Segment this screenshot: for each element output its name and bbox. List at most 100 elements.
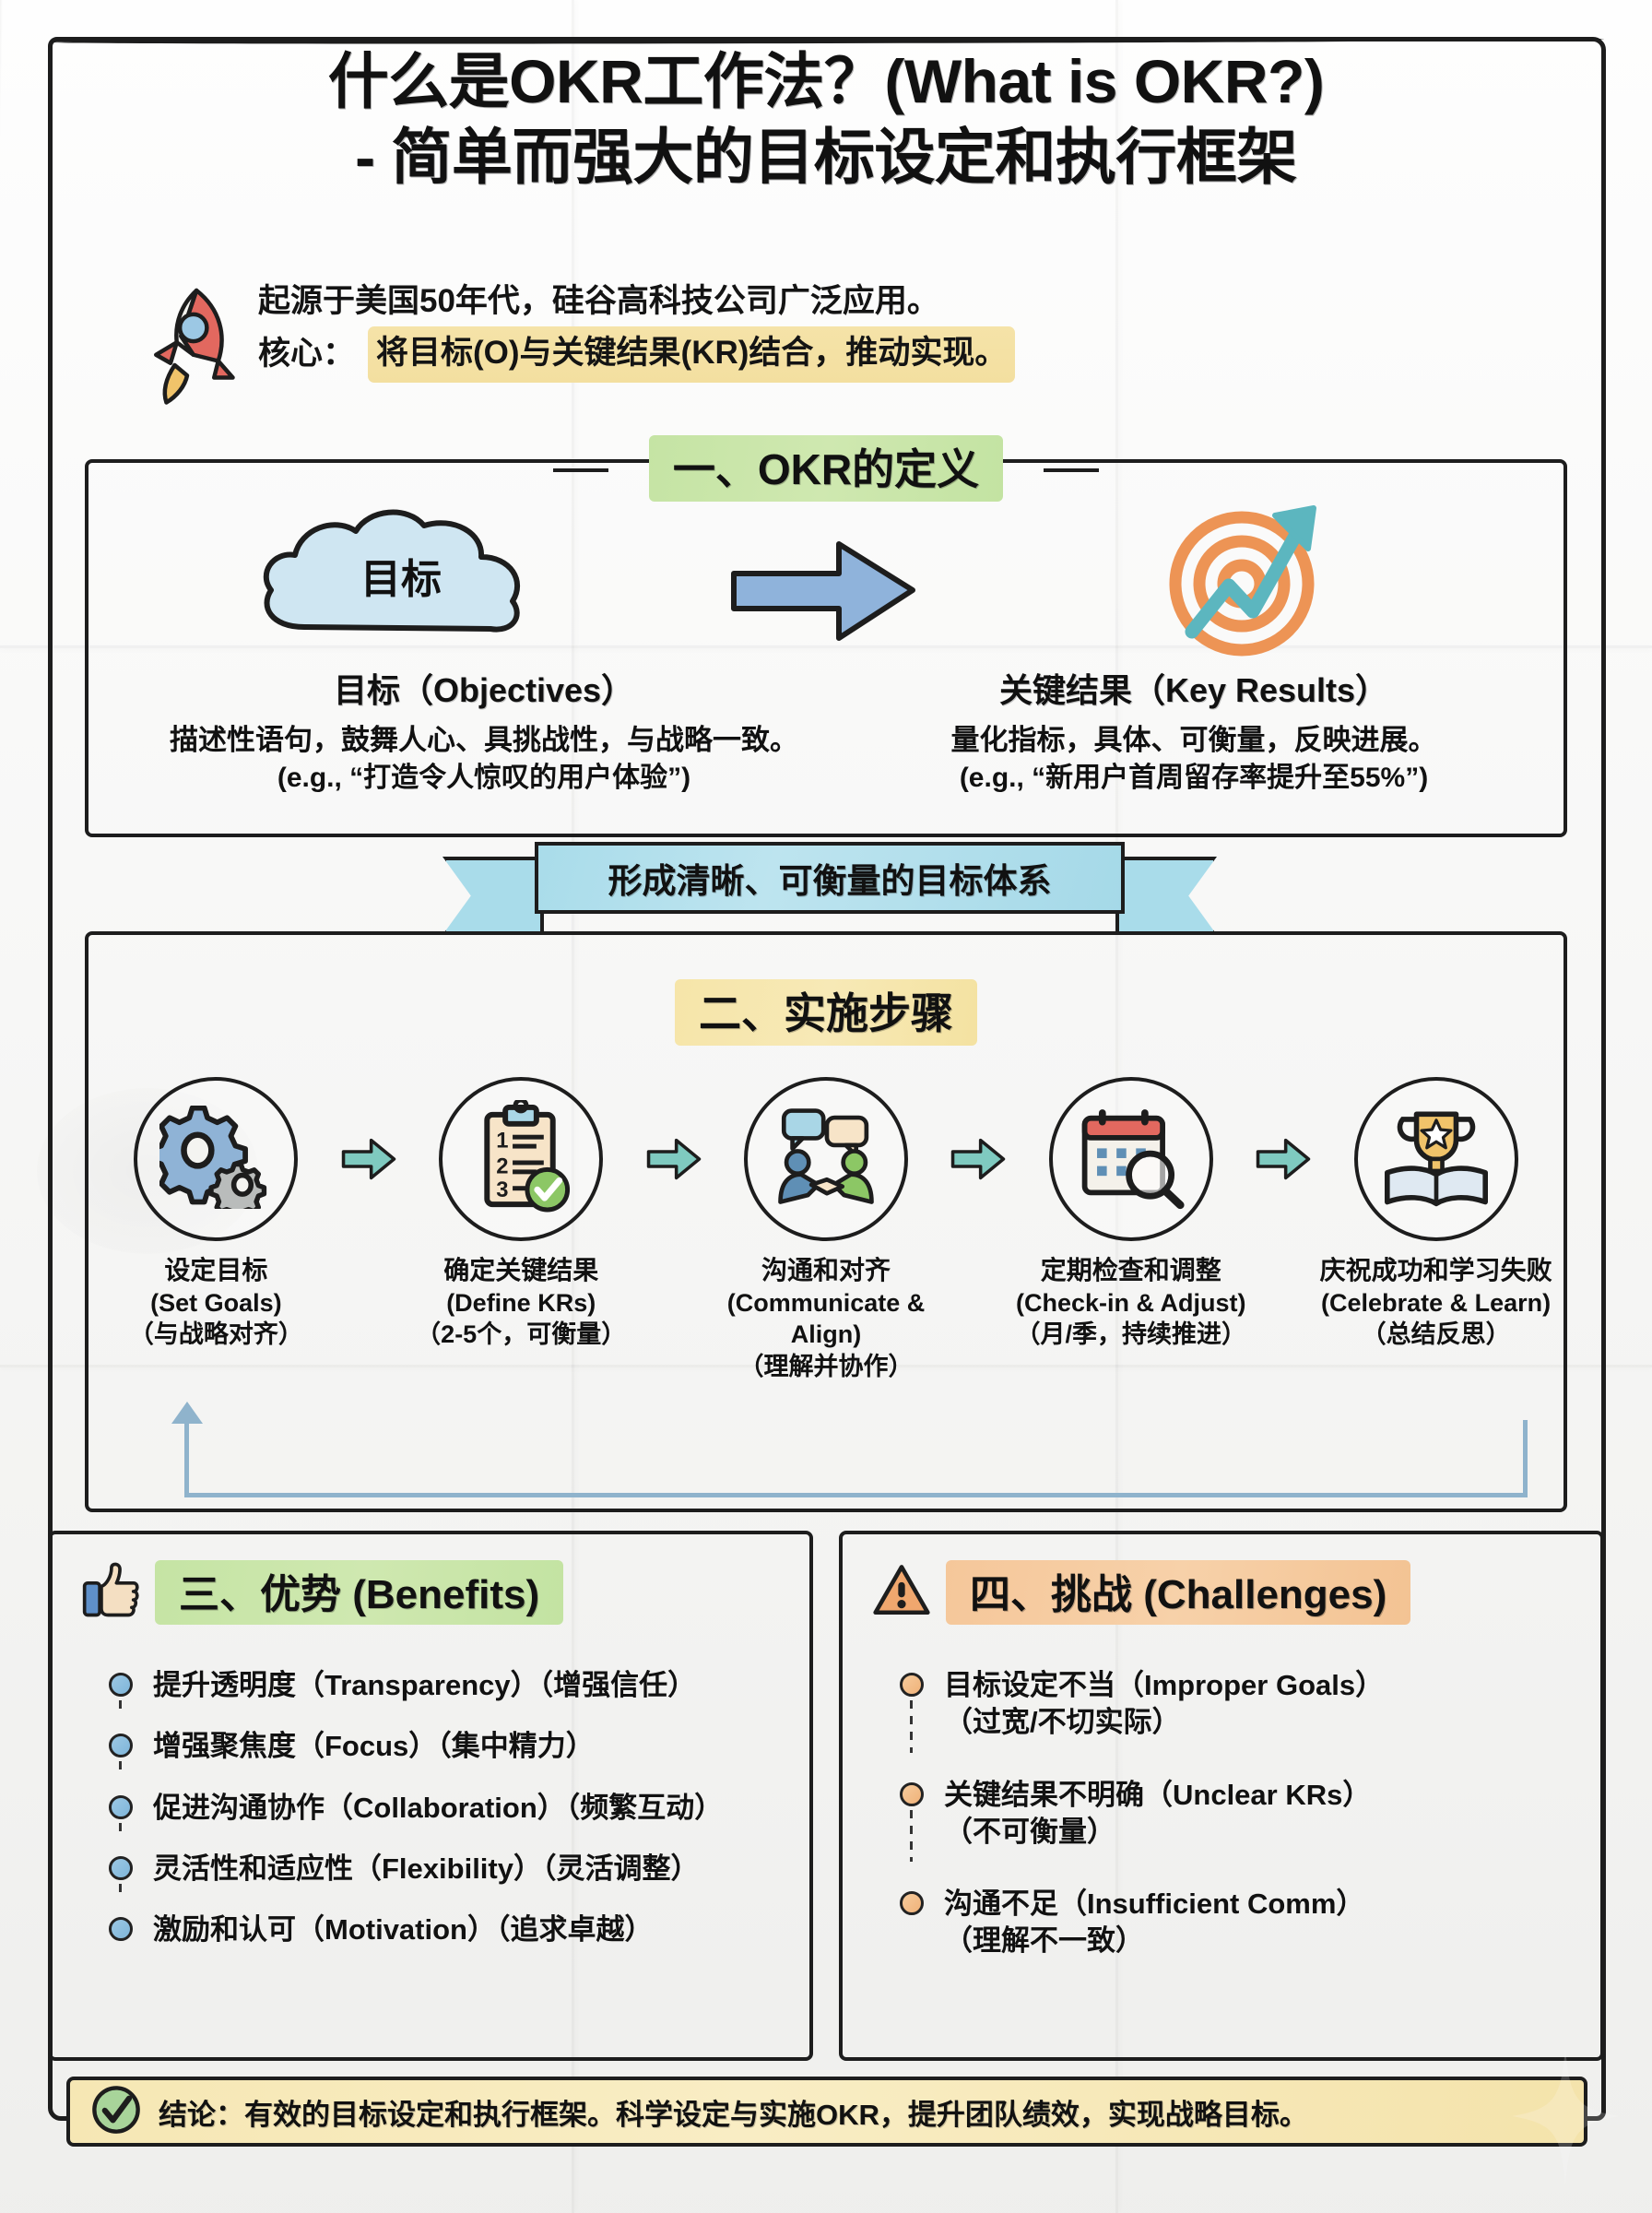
challenge-sub-1: （过宽/不切实际） (944, 1706, 1181, 1739)
step-item-5[interactable]: 庆祝成功和学习失败 (Celebrate & Learn) （总结反思） (1312, 1077, 1560, 1351)
step-arrow-3 (950, 1077, 1007, 1241)
step-2-label: 确定关键结果 (Define KRs) （2-5个，可衡量） (397, 1254, 645, 1351)
feedback-loop-arrow (171, 1402, 1528, 1497)
step-5-cn: 庆祝成功和学习失败 (1319, 1256, 1552, 1284)
sparkle-watermark-icon (1510, 2047, 1621, 2185)
step-item-4[interactable]: 定期检查和调整 (Check-in & Adjust) （月/季，持续推进） (1007, 1077, 1255, 1351)
step-1-label: 设定目标 (Set Goals) （与战略对齐） (92, 1254, 340, 1351)
challenge-text-2: 关键结果不明确（Unclear KRs） (944, 1778, 1372, 1811)
bullet-dot-icon (900, 1673, 924, 1697)
step-5-circle (1353, 1077, 1518, 1241)
target-growth-icon (1157, 484, 1341, 673)
intro-line-core: 核心： 将目标(O)与关键结果(KR)结合，推动实现。 (258, 326, 1410, 383)
step-item-2[interactable]: 1 2 3 确定关键结果 (Define KRs) （2-5个，可衡量） (397, 1077, 645, 1351)
intro-block: 起源于美国50年代，硅谷高科技公司广泛应用。 核心： 将目标(O)与关键结果(K… (154, 277, 1410, 405)
steps-row: 设定目标 (Set Goals) （与战略对齐） 1 (92, 1077, 1560, 1382)
section-2-heading-text: 二、实施步骤 (675, 979, 977, 1046)
benefit-text-3: 促进沟通协作（Collaboration）（频繁互动） (153, 1791, 724, 1824)
rocket-icon (138, 282, 244, 407)
benefit-text-1: 提升透明度（Transparency）（增强信任） (153, 1669, 697, 1701)
list-item[interactable]: 激励和认可（Motivation）（追求卓越） (109, 1908, 791, 1969)
step-4-cn: 定期检查和调整 (1040, 1256, 1221, 1284)
intro-core-prefix: 核心： (258, 336, 356, 373)
step-3-label: 沟通和对齐 (Communicate & Align) （理解并协作） (702, 1254, 950, 1382)
loop-arrowhead-icon (171, 1402, 203, 1424)
objective-caption: 目标（Objectives） (333, 671, 635, 709)
section-challenges-box: 四、挑战 (Challenges) 目标设定不当（Improper Goals）… (839, 1531, 1604, 2061)
step-1-en: (Set Goals) (150, 1288, 282, 1317)
step-item-1[interactable]: 设定目标 (Set Goals) （与战略对齐） (92, 1077, 340, 1351)
step-3-note: （理解并协作） (738, 1352, 914, 1380)
ribbon-text: 形成清晰、可衡量的目标体系 (535, 842, 1125, 914)
list-connector (119, 1761, 122, 1777)
section-4-heading: 四、挑战 (Challenges) (872, 1560, 1411, 1625)
bullet-dot-icon (109, 1855, 133, 1880)
svg-text:2: 2 (496, 1154, 508, 1178)
list-item[interactable]: 灵活性和适应性（Flexibility）（灵活调整） (109, 1847, 791, 1908)
page-title-line2: - 简单而强大的目标设定和执行框架 (355, 123, 1297, 191)
page-title-line1: 什么是OKR工作法？(What is OKR?) (327, 47, 1325, 115)
step-1-circle (134, 1077, 299, 1241)
section-steps-box (85, 931, 1567, 1512)
trophy-book-icon (1380, 1106, 1493, 1213)
calendar-search-icon (1076, 1104, 1186, 1215)
step-2-circle: 1 2 3 (439, 1077, 604, 1241)
bullet-dot-icon (900, 1781, 924, 1806)
list-connector (910, 1809, 913, 1863)
step-5-note: （总结反思） (1361, 1320, 1511, 1349)
intro-line-origin: 起源于美国50年代，硅谷高科技公司广泛应用。 (258, 277, 1410, 326)
list-item[interactable]: 提升透明度（Transparency）（增强信任） (109, 1663, 791, 1724)
bullet-dot-icon (109, 1673, 133, 1697)
list-item[interactable]: 增强聚焦度（Focus）（集中精力） (109, 1724, 791, 1785)
step-4-en: (Check-in & Adjust) (1016, 1288, 1246, 1317)
list-connector (119, 1700, 122, 1716)
step-arrow-4 (1255, 1077, 1312, 1241)
step-4-label: 定期检查和调整 (Check-in & Adjust) （月/季，持续推进） (1007, 1254, 1255, 1351)
list-item[interactable]: 促进沟通协作（Collaboration）（频繁互动） (109, 1786, 791, 1847)
loop-bar (184, 1493, 1528, 1497)
check-circle-icon (90, 2084, 142, 2140)
list-item[interactable]: 目标设定不当（Improper Goals） （过宽/不切实际） (900, 1663, 1582, 1773)
objective-detail: 描述性语句，鼓舞人心、具挑战性，与战略一致。 (170, 724, 798, 756)
bullet-dot-icon (109, 1794, 133, 1819)
bullet-dot-icon (900, 1891, 924, 1916)
key-results-detail: 量化指标，具体、可衡量，反映进展。 (950, 724, 1437, 756)
challenge-text-3: 沟通不足（Insufficient Comm） (944, 1888, 1365, 1921)
key-results-caption: 关键结果（Key Results） (998, 671, 1389, 709)
bullet-dot-icon (109, 1917, 133, 1942)
step-item-3[interactable]: 沟通和对齐 (Communicate & Align) （理解并协作） (702, 1077, 950, 1382)
svg-text:3: 3 (496, 1178, 508, 1202)
section-2-heading: 二、实施步骤 (0, 979, 1652, 1046)
bullet-dot-icon (109, 1734, 133, 1758)
objective-example: (e.g., “打造令人惊叹的用户体验”) (277, 762, 691, 793)
ribbon-tail-right (1115, 857, 1217, 935)
key-results-example: (e.g., “新用户首周留存率提升至55%”) (959, 762, 1429, 793)
step-2-note: （2-5个，可衡量） (416, 1320, 627, 1349)
step-4-note: （月/季，持续推进） (1015, 1320, 1247, 1349)
cloud-label: 目标 (360, 557, 442, 602)
handshake-chat-icon (770, 1106, 882, 1213)
step-1-cn: 设定目标 (164, 1256, 268, 1284)
step-2-cn: 确定关键结果 (443, 1256, 599, 1284)
benefit-text-2: 增强聚焦度（Focus）（集中精力） (153, 1730, 595, 1763)
section-4-heading-text: 四、挑战 (Challenges) (946, 1560, 1411, 1625)
list-item[interactable]: 沟通不足（Insufficient Comm） （理解不一致） (900, 1882, 1582, 1981)
loop-right-riser (1523, 1420, 1528, 1497)
step-4-circle (1048, 1077, 1213, 1241)
step-1-note: （与战略对齐） (128, 1320, 303, 1349)
step-3-circle (743, 1077, 908, 1241)
ribbon-tail-left (442, 857, 544, 935)
section-benefits-box: 三、优势 (Benefits) 提升透明度（Transparency）（增强信任… (48, 1531, 813, 2061)
list-item[interactable]: 关键结果不明确（Unclear KRs） （不可衡量） (900, 1773, 1582, 1883)
step-2-en: (Define KRs) (446, 1288, 596, 1317)
step-5-label: 庆祝成功和学习失败 (Celebrate & Learn) （总结反思） (1312, 1254, 1560, 1351)
objective-column: 目标（Objectives） 描述性语句，鼓舞人心、具挑战性，与战略一致。 (e… (101, 664, 867, 797)
section-3-heading: 三、优势 (Benefits) (81, 1560, 564, 1625)
step-5-en: (Celebrate & Learn) (1321, 1288, 1552, 1317)
list-connector (910, 1700, 913, 1753)
section-1-heading-text: 一、OKR的定义 (648, 435, 1004, 502)
section-3-heading-text: 三、优势 (Benefits) (155, 1560, 564, 1625)
svg-text:1: 1 (496, 1128, 508, 1153)
thumbs-up-icon (81, 1561, 140, 1625)
benefit-text-5: 激励和认可（Motivation）（追求卓越） (153, 1913, 654, 1947)
